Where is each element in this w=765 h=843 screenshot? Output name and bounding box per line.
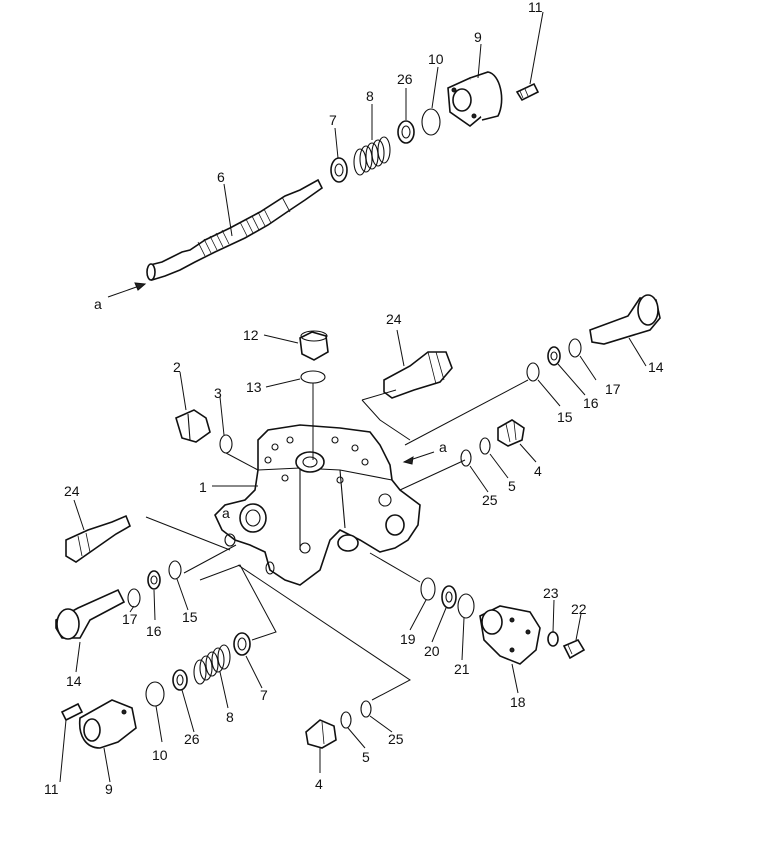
callout-4-bottom: 4 <box>315 776 323 792</box>
callout-25-right: 25 <box>482 492 498 508</box>
oring-5-bottom <box>340 711 352 729</box>
oring-17-left <box>127 588 141 608</box>
callout-1: 1 <box>199 479 207 495</box>
callout-4-right: 4 <box>534 463 542 479</box>
callout-16-right: 16 <box>583 395 599 411</box>
plug-4-bottom <box>305 719 337 749</box>
oring-25-right <box>460 449 472 467</box>
plug-2 <box>175 409 211 443</box>
callout-17-left: 17 <box>122 611 138 627</box>
callout-10-bottom: 10 <box>152 747 168 763</box>
callout-15-left: 15 <box>182 609 198 625</box>
callout-labels: 11 9 10 26 8 7 6 a 12 13 24 14 17 16 15 … <box>44 0 664 797</box>
oring-15-left <box>168 560 182 580</box>
cover-9-bottom <box>78 699 137 749</box>
callout-16-left: 16 <box>146 623 162 639</box>
callout-22: 22 <box>571 601 587 617</box>
retainer-7-top <box>330 157 348 183</box>
callout-5-right: 5 <box>508 478 516 494</box>
washer-20 <box>441 585 457 609</box>
callout-7-bottom: 7 <box>260 687 268 703</box>
shim-26-bottom <box>172 669 188 691</box>
valve-24-left <box>65 514 132 563</box>
callout-17-right: 17 <box>605 381 621 397</box>
oring-13 <box>300 370 326 384</box>
callout-3: 3 <box>214 385 222 401</box>
callout-25-bottom: 25 <box>388 731 404 747</box>
oring-10-top <box>421 108 441 136</box>
callout-11-bottom: 11 <box>44 781 59 797</box>
cover-9-top <box>447 71 503 128</box>
oring-25-bottom <box>360 700 372 718</box>
oring-19 <box>420 577 436 601</box>
callout-11-top: 11 <box>528 0 543 15</box>
callout-21: 21 <box>454 661 470 677</box>
valve-14-right <box>589 294 661 345</box>
cover-18 <box>479 605 541 665</box>
callout-7-top: 7 <box>329 112 337 128</box>
ref-a-body: a <box>222 505 230 521</box>
callout-24-top: 24 <box>386 311 402 327</box>
valve-body-1 <box>214 424 421 586</box>
washer-16-left <box>147 570 161 590</box>
oring-21 <box>457 593 475 619</box>
callout-2: 2 <box>173 359 181 375</box>
spring-8-bottom <box>193 644 231 685</box>
valve-24-top <box>383 351 453 399</box>
callout-15-right: 15 <box>557 409 573 425</box>
callout-18: 18 <box>510 694 526 710</box>
valve-14-left <box>55 588 126 640</box>
retainer-7-bottom <box>233 632 251 656</box>
oring-17-right <box>568 338 582 358</box>
callout-26-bottom: 26 <box>184 731 200 747</box>
callout-14-right: 14 <box>648 359 664 375</box>
washer-23 <box>547 631 559 647</box>
leader-lines <box>59 11 647 783</box>
bolt-11-bottom <box>60 702 84 722</box>
bolt-22 <box>562 638 586 660</box>
oring-3 <box>219 434 233 454</box>
spool-6 <box>146 178 324 282</box>
plug-12 <box>299 330 329 361</box>
callout-20: 20 <box>424 643 440 659</box>
callout-6: 6 <box>217 169 225 185</box>
callout-19: 19 <box>400 631 416 647</box>
bolt-11-top <box>515 82 540 102</box>
callout-12: 12 <box>243 327 259 343</box>
callout-14-left: 14 <box>66 673 82 689</box>
callout-13: 13 <box>246 379 262 395</box>
ref-a-right: a <box>439 439 447 455</box>
oring-5-right <box>479 437 491 455</box>
plug-4-right <box>497 419 525 447</box>
callout-8-bottom: 8 <box>226 709 234 725</box>
callout-9-top: 9 <box>474 29 482 45</box>
callout-26-top: 26 <box>397 71 413 87</box>
callout-9-bottom: 9 <box>105 781 113 797</box>
ref-a-top: a <box>94 296 102 312</box>
callout-24-left: 24 <box>64 483 80 499</box>
shim-26-top <box>397 120 415 144</box>
spring-8-top <box>353 136 391 176</box>
washer-16-right <box>547 346 561 366</box>
callout-10-top: 10 <box>428 51 444 67</box>
oring-10-bottom <box>145 681 165 707</box>
oring-15-right <box>526 362 540 382</box>
callout-23: 23 <box>543 585 559 601</box>
callout-5-bottom: 5 <box>362 749 370 765</box>
callout-8-top: 8 <box>366 88 374 104</box>
